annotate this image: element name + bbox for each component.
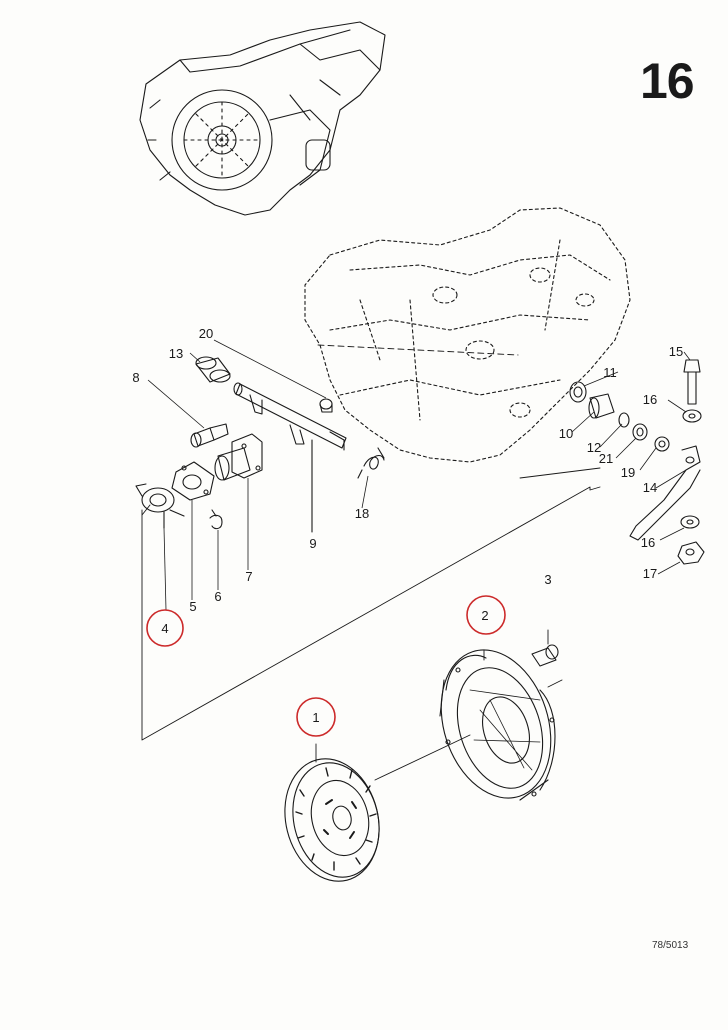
part-21-ring xyxy=(632,423,648,441)
part-2-pressure-plate xyxy=(439,649,556,801)
part-10-bushing xyxy=(588,393,615,419)
drawing-code: 78/5013 xyxy=(652,940,689,951)
part-1-clutch-disc xyxy=(284,743,380,882)
label-part-1: 1 xyxy=(312,710,319,725)
label-part-7: 7 xyxy=(245,569,252,584)
label-part-16-upper: 16 xyxy=(643,392,657,407)
gearbox-overview xyxy=(139,21,386,216)
part-9-release-shaft xyxy=(233,382,347,533)
transmission-housing-outline xyxy=(304,207,631,463)
part-8-bolt xyxy=(190,423,229,448)
label-part-9: 9 xyxy=(309,536,316,551)
label-part-17: 17 xyxy=(643,566,657,581)
part-7-guide-sleeve xyxy=(214,433,263,481)
part-labels: 1 2 3 4 5 6 7 8 9 10 11 12 13 14 15 16 1… xyxy=(132,326,683,725)
part-11-seal xyxy=(569,381,587,403)
label-part-15: 15 xyxy=(669,344,683,359)
label-part-18: 18 xyxy=(355,506,369,521)
exploded-view-lines xyxy=(141,344,601,781)
label-part-8: 8 xyxy=(132,370,139,385)
label-part-4: 4 xyxy=(161,621,168,636)
label-part-10: 10 xyxy=(559,426,573,441)
part-17-nut xyxy=(677,541,705,565)
highlight-circle-part-4 xyxy=(146,609,184,647)
label-part-16-lower: 16 xyxy=(641,535,655,550)
part-15-bolt xyxy=(683,359,701,405)
part-3-bolt xyxy=(531,629,559,667)
label-part-11: 11 xyxy=(603,365,617,380)
page-number: 16 xyxy=(640,53,695,109)
part-19-bush xyxy=(654,436,670,452)
label-part-13: 13 xyxy=(169,346,183,361)
part-5-plate xyxy=(171,461,215,501)
part-13-bushing xyxy=(195,356,231,383)
label-part-20: 20 xyxy=(199,326,213,341)
highlight-circle-part-1 xyxy=(296,697,336,737)
label-leaders xyxy=(147,339,691,611)
part-12-washer xyxy=(618,412,630,428)
part-14-lever xyxy=(629,445,701,541)
label-part-12: 12 xyxy=(587,440,601,455)
part-20-bushing xyxy=(319,398,333,413)
part-6-clip xyxy=(209,509,223,530)
part-4-release-bearing xyxy=(135,483,185,529)
label-part-19: 19 xyxy=(621,465,635,480)
label-part-6: 6 xyxy=(214,589,221,604)
label-part-14: 14 xyxy=(643,480,657,495)
part-16-washer-lower xyxy=(680,515,700,529)
label-part-5: 5 xyxy=(189,599,196,614)
label-part-21: 21 xyxy=(599,451,613,466)
label-part-3: 3 xyxy=(544,572,551,587)
highlight-circles xyxy=(146,595,506,737)
label-part-2: 2 xyxy=(481,608,488,623)
part-16-washer-upper xyxy=(682,409,702,423)
highlight-circle-part-2 xyxy=(466,595,506,635)
part-18-spring xyxy=(357,447,385,479)
